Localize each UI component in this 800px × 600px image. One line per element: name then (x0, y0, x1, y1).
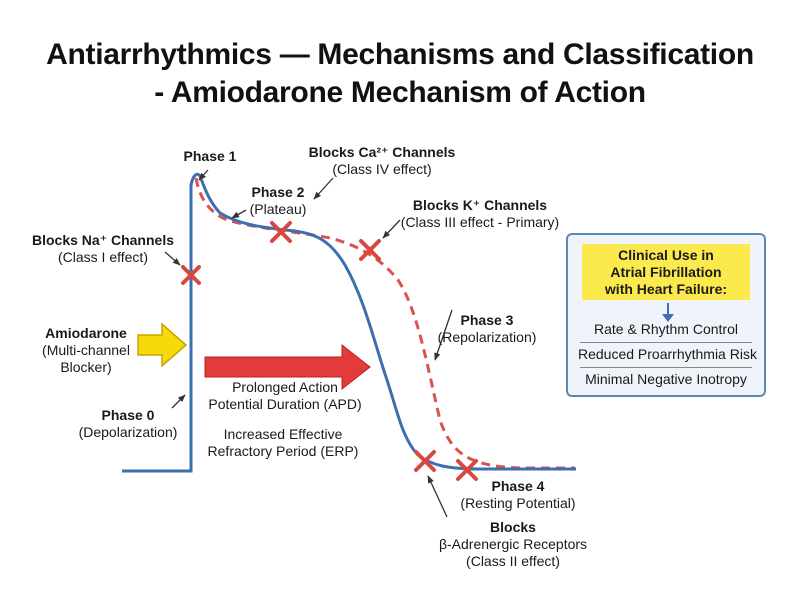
clinical-item: Rate & Rhythm Control (594, 321, 738, 337)
phase1-pointer (198, 169, 209, 181)
apd-prolongation-arrow (204, 343, 371, 391)
phase1-label: Phase 1 (183, 148, 237, 164)
beta-block-marker-1 (414, 450, 436, 472)
diagram-title-line1: Antiarrhythmics — Mechanisms and Classif… (46, 38, 754, 71)
ca-pointer (313, 177, 334, 200)
phase3-pointer (434, 309, 453, 361)
phase3-label: Phase 3 (Repolarization) (437, 312, 537, 345)
phase0-pointer (171, 394, 186, 409)
amiodarone-label: Amiodarone (Multi-channel Blocker) (42, 325, 130, 375)
phase0-label: Phase 0 (Depolarization) (78, 407, 178, 440)
na-block-label: Blocks Na⁺ Channels (Class I effect) (32, 232, 174, 265)
divider (580, 367, 752, 368)
apd-label: Prolonged Action Potential Duration (APD… (208, 379, 362, 412)
amiodarone-arrow (137, 322, 188, 368)
down-arrow-icon (662, 303, 674, 322)
clinical-head-line2: Atrial Fibrillation (610, 264, 722, 280)
phase2-pointer (231, 209, 247, 219)
diagram-title-line2: - Amiodarone Mechanism of Action (154, 76, 646, 109)
k-pointer (382, 219, 401, 239)
beta-block-marker-2 (456, 459, 478, 481)
clinical-item: Reduced Proarrhythmia Risk (578, 346, 757, 362)
ca-block-marker (270, 221, 292, 243)
phase4-label: Phase 4 (Resting Potential) (460, 478, 576, 511)
clinical-item: Minimal Negative Inotropy (585, 371, 747, 387)
ca-block-label: Blocks Ca²⁺ Channels (Class IV effect) (308, 144, 456, 177)
erp-label: Increased Effective Refractory Period (E… (207, 426, 359, 459)
na-block-marker (181, 265, 201, 285)
clinical-use-header: Clinical Use in Atrial Fibrillation with… (582, 244, 750, 300)
clinical-head-line1: Clinical Use in (618, 247, 714, 263)
phase2-label: Phase 2 (Plateau) (249, 184, 307, 217)
beta-pointer (427, 475, 448, 518)
na-pointer (164, 251, 181, 266)
k-block-label: Blocks K⁺ Channels (Class III effect - P… (400, 197, 560, 230)
clinical-use-panel: Clinical Use in Atrial Fibrillation with… (566, 233, 766, 397)
prolonged-action-potential-curve (194, 177, 575, 470)
divider (580, 342, 752, 343)
clinical-head-line3: with Heart Failure: (604, 281, 728, 297)
k-block-marker (359, 239, 381, 261)
beta-block-label: Blocks β-Adrenergic Receptors (Class II … (438, 519, 588, 569)
